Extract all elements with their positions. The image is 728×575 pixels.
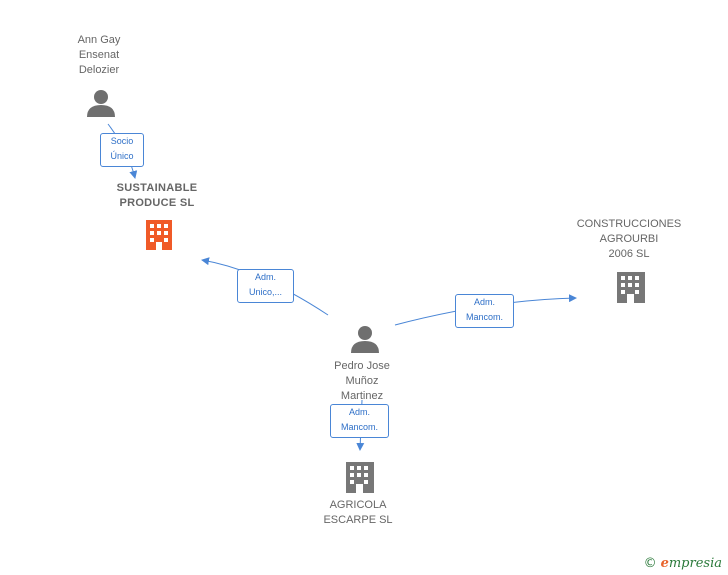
building-icon[interactable]	[146, 220, 172, 250]
node-label-construcciones[interactable]: CONSTRUCCIONES AGROURBI 2006 SL	[576, 218, 682, 260]
node-label-pedro[interactable]: Pedro Jose Muñoz Martinez	[334, 360, 390, 402]
copyright-icon: ©	[643, 556, 657, 571]
building-icon[interactable]	[617, 272, 645, 303]
edge-label-socio-unico: Socio Único	[100, 133, 144, 167]
building-icon[interactable]	[346, 462, 374, 493]
brand-name: mpresia	[668, 556, 722, 571]
brand-logo: ©empresia	[644, 556, 722, 571]
node-label-sustainable[interactable]: SUSTAINABLE PRODUCE SL	[116, 182, 198, 209]
node-label-agricola[interactable]: AGRICOLA ESCARPE SL	[323, 499, 393, 526]
brand-initial: e	[660, 556, 669, 571]
edge-label-adm-mancom-construcciones: Adm. Mancom.	[455, 294, 514, 328]
edge-label-adm-mancom-agricola: Adm. Mancom.	[330, 404, 389, 438]
edge-label-adm-unico: Adm. Unico,...	[237, 269, 294, 303]
person-icon[interactable]	[351, 326, 379, 353]
person-icon[interactable]	[87, 90, 115, 117]
node-label-ann[interactable]: Ann Gay Ensenat Delozier	[77, 34, 121, 76]
